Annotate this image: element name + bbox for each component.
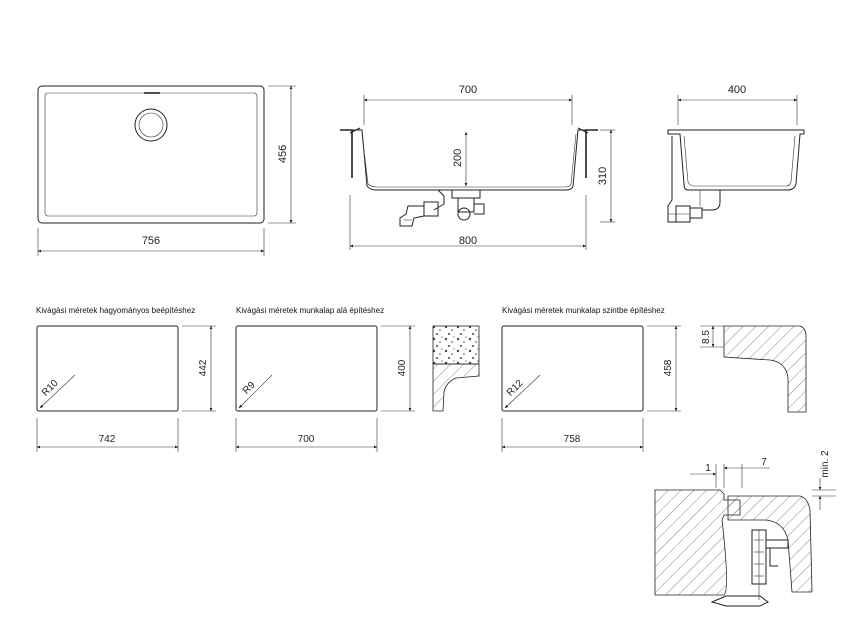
front-depth-label: 200 — [452, 149, 464, 167]
drain-outer-ring — [134, 108, 168, 142]
front-bowl-width-label: 700 — [459, 84, 477, 96]
detail-min-label: min. 2 — [820, 450, 831, 478]
cutout-undermount-rect — [235, 325, 378, 412]
sink-body-outer — [340, 129, 598, 191]
cutout-undermount-radius: R9 — [241, 380, 258, 397]
drain-siphon — [399, 189, 485, 227]
sink-inner-outline — [44, 92, 258, 217]
flush-rebate-label: 8.5 — [701, 330, 712, 344]
top-width-label: 756 — [142, 235, 160, 247]
installation-detail: 1 7 min. 2 — [654, 450, 836, 607]
cutout-traditional-height: 442 — [198, 359, 209, 376]
cutout-traditional-radius: R10 — [40, 378, 61, 399]
flush-section-detail: 8.5 — [700, 325, 807, 413]
top-height-label: 456 — [277, 145, 289, 163]
caption-flush: Kivágási méretek munkalap szintbe építés… — [502, 306, 665, 315]
detail-gap-left: 1 — [705, 463, 711, 474]
top-view: 756 456 — [37, 85, 296, 256]
drain-inner-ring — [138, 112, 164, 138]
left-mount-bracket — [340, 129, 353, 178]
caption-undermount: Kivágási méretek munkalap alá építéshez — [236, 306, 384, 315]
countertop-section — [654, 489, 741, 596]
sink-body-inner — [361, 133, 577, 188]
mounting-clip — [710, 529, 789, 607]
caption-traditional: Kivágási méretek hagyományos beépítéshez — [36, 306, 195, 315]
cutout-flush: Kivágási méretek munkalap szintbe építés… — [501, 306, 807, 452]
cutout-flush-rect — [501, 325, 644, 412]
sink-rim-section — [727, 495, 813, 593]
side-sink-outline — [667, 129, 805, 191]
cutout-traditional: Kivágási méretek hagyományos beépítéshez… — [36, 306, 216, 452]
cutout-flush-height: 458 — [663, 359, 674, 376]
side-width-label: 400 — [728, 84, 746, 96]
cutout-traditional-rect — [36, 325, 179, 412]
cutout-undermount-width: 700 — [298, 434, 315, 445]
front-overall-width-label: 800 — [459, 235, 477, 247]
cutout-undermount: Kivágási méretek munkalap alá építéshez … — [235, 306, 480, 452]
cutout-traditional-width: 742 — [99, 434, 116, 445]
front-total-height-label: 310 — [597, 167, 609, 185]
side-bracket — [667, 136, 676, 223]
detail-gap-right: 7 — [761, 457, 767, 468]
side-view: 400 — [667, 84, 805, 223]
undermount-section-detail — [432, 325, 480, 412]
cutout-flush-width: 758 — [564, 434, 581, 445]
right-mount-bracket — [585, 129, 598, 178]
front-view: 700 200 310 800 — [340, 84, 615, 250]
cutout-flush-radius: R12 — [505, 378, 526, 399]
sink-outer-outline — [37, 85, 265, 224]
cutout-undermount-height: 400 — [397, 359, 408, 376]
